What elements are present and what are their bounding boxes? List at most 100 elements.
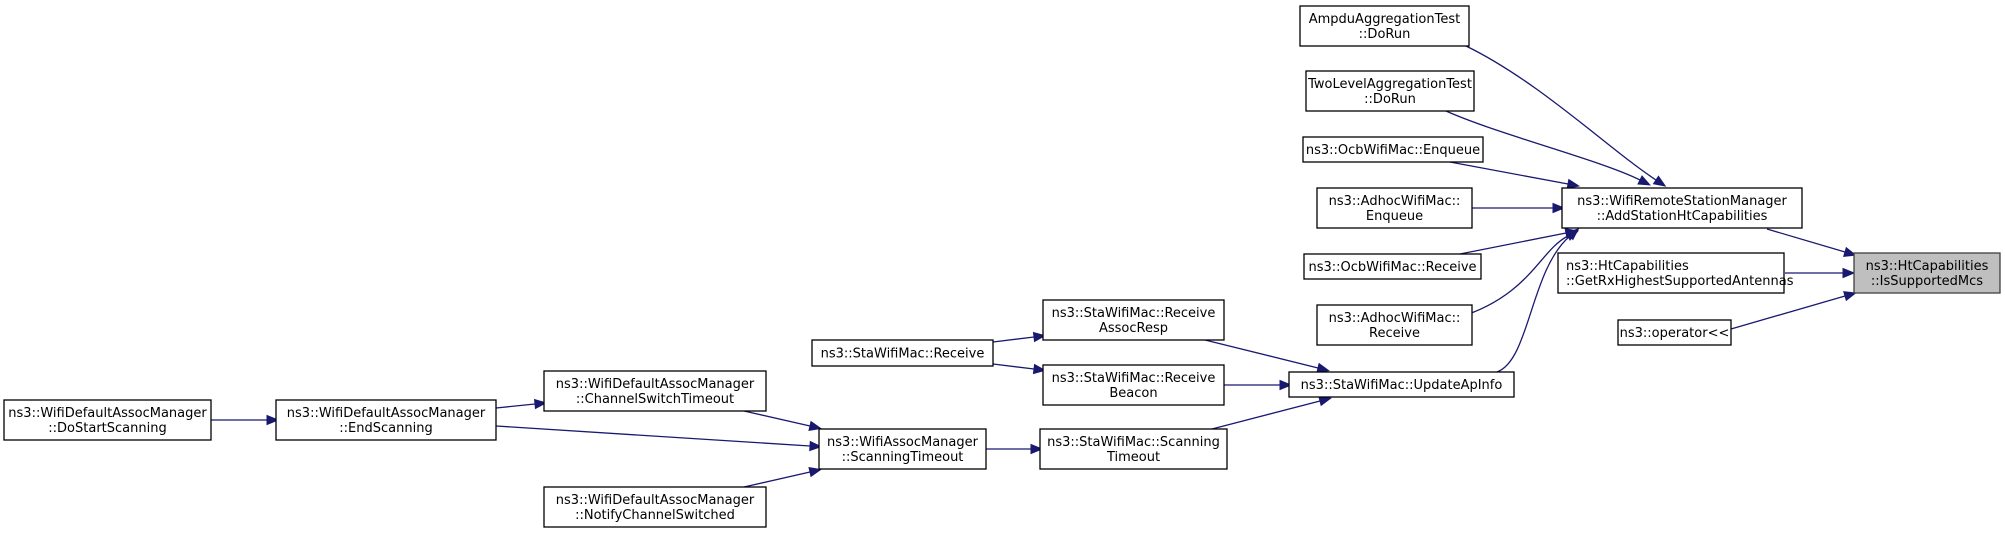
edge-line: [1459, 232, 1567, 255]
arrowhead-icon: [1842, 267, 1856, 279]
node-assoc-scanning-timeout[interactable]: ns3::WifiAssocManager::ScanningTimeout: [818, 428, 987, 470]
arrowhead-icon: [1637, 175, 1652, 186]
node-label-line: ns3::AdhocWifiMac::: [1329, 311, 1461, 326]
node-label-line: Receive: [1369, 326, 1420, 341]
node-adhoc-enqueue[interactable]: ns3::AdhocWifiMac::Enqueue: [1316, 187, 1473, 229]
node-label-line: ns3::WifiDefaultAssocManager: [287, 406, 486, 421]
node-label-line: AmpduAggregationTest: [1309, 12, 1460, 27]
edge-end-scanning-to-channel-switch-timeout: [495, 398, 548, 410]
arrowhead-icon: [1030, 443, 1044, 455]
node-sta-receive[interactable]: ns3::StaWifiMac::Receive: [811, 339, 994, 367]
node-box: [3, 399, 212, 441]
node-ampdu-dorun[interactable]: AmpduAggregationTest::DoRun: [1299, 5, 1470, 47]
edge-line: [1730, 295, 1846, 330]
node-label-line: ns3::AdhocWifiMac::: [1329, 194, 1461, 209]
edge-line: [495, 425, 811, 447]
node-sta-scanning-timeout[interactable]: ns3::StaWifiMac::ScanningTimeout: [1039, 428, 1228, 470]
edge-line: [1204, 339, 1319, 369]
arrowhead-icon: [1843, 246, 1857, 257]
node-box: [1042, 299, 1225, 341]
node-box: [1305, 70, 1475, 112]
node-do-start-scanning[interactable]: ns3::WifiDefaultAssocManager::DoStartSca…: [3, 399, 212, 441]
edge-sta-receive-to-receive-assoc-resp: [992, 331, 1047, 343]
node-label-line: ::NotifyChannelSwitched: [575, 508, 735, 523]
edge-receive-assoc-resp-to-update-ap-info: [1204, 339, 1330, 373]
node-box: [1853, 252, 2001, 294]
edge-line: [1496, 235, 1571, 373]
node-label-line: ns3::WifiRemoteStationManager: [1577, 194, 1787, 209]
node-label-line: ns3::OcbWifiMac::Enqueue: [1306, 143, 1480, 158]
edge-line: [1449, 161, 1569, 185]
arrowhead-icon: [1032, 363, 1047, 375]
node-update-ap-info[interactable]: ns3::StaWifiMac::UpdateApInfo: [1288, 371, 1515, 398]
edges-layer: [211, 45, 1857, 488]
node-label-line: Timeout: [1106, 450, 1160, 465]
edge-line: [1459, 235, 1569, 318]
edge-ocb-enqueue-to-add-station-ht: [1449, 161, 1581, 190]
node-label-line: ::DoStartScanning: [48, 421, 166, 436]
node-operator-ls[interactable]: ns3::operator<<: [1617, 319, 1732, 346]
node-label-line: ns3::WifiDefaultAssocManager: [8, 406, 207, 421]
node-box: [1316, 187, 1473, 229]
arrowhead-icon: [1318, 396, 1332, 407]
arrowhead-icon: [808, 420, 823, 432]
node-label-line: ns3::WifiAssocManager: [827, 435, 979, 450]
node-box: [811, 339, 994, 367]
node-ocb-enqueue[interactable]: ns3::OcbWifiMac::Enqueue: [1302, 136, 1484, 163]
node-label-line: TwoLevelAggregationTest: [1307, 77, 1472, 92]
node-box: [818, 428, 987, 470]
edge-line: [992, 336, 1035, 343]
edge-line: [1445, 110, 1641, 181]
edge-line: [495, 403, 536, 409]
node-label-line: Enqueue: [1366, 209, 1423, 224]
edge-sta-receive-to-receive-beacon: [992, 363, 1047, 375]
node-box: [1299, 5, 1470, 47]
arrowhead-icon: [1316, 362, 1330, 373]
node-label-line: ::GetRxHighestSupportedAntennas: [1566, 274, 1794, 289]
node-label-line: ::EndScanning: [339, 421, 432, 436]
edge-get-rx-highest-to-is-supported-mcs: [1785, 267, 1856, 279]
node-label-line: AssocResp: [1099, 321, 1168, 336]
node-box: [1288, 371, 1515, 398]
node-label-line: ::ScanningTimeout: [842, 450, 964, 465]
node-get-rx-highest[interactable]: ns3::HtCapabilities::GetRxHighestSupport…: [1557, 252, 1794, 294]
node-is-supported-mcs: ns3::HtCapabilities::IsSupportedMcs: [1853, 252, 2001, 294]
arrowhead-icon: [1652, 175, 1667, 187]
edge-end-scanning-to-assoc-scanning-timeout: [495, 425, 823, 452]
node-label-line: ns3::WifiDefaultAssocManager: [556, 377, 755, 392]
node-label-line: ns3::StaWifiMac::Receive: [821, 347, 985, 362]
node-channel-switch-timeout[interactable]: ns3::WifiDefaultAssocManager::ChannelSwi…: [543, 370, 767, 412]
node-adhoc-receive[interactable]: ns3::AdhocWifiMac::Receive: [1316, 304, 1473, 346]
edge-ampdu-dorun-to-add-station-ht: [1465, 45, 1667, 187]
node-label-line: ns3::WifiDefaultAssocManager: [556, 493, 755, 508]
node-box: [1557, 252, 1785, 294]
edge-assoc-scanning-timeout-to-sta-scanning-timeout: [986, 443, 1044, 455]
edge-line: [992, 363, 1035, 370]
edge-sta-scanning-timeout-to-update-ap-info: [1211, 396, 1332, 430]
node-notify-channel-switched[interactable]: ns3::WifiDefaultAssocManager::NotifyChan…: [543, 486, 767, 528]
node-label-line: ns3::operator<<: [1620, 326, 1730, 341]
node-ocb-receive[interactable]: ns3::OcbWifiMac::Receive: [1303, 253, 1482, 280]
node-label-line: ns3::OcbWifiMac::Receive: [1308, 260, 1476, 275]
edge-update-ap-info-to-add-station-ht: [1496, 228, 1580, 373]
edge-line: [743, 410, 811, 427]
edge-line: [1465, 45, 1657, 181]
edge-line: [743, 471, 811, 488]
arrowhead-icon: [1566, 228, 1580, 241]
node-twolevel-dorun[interactable]: TwoLevelAggregationTest::DoRun: [1305, 70, 1475, 112]
edge-line: [1211, 400, 1321, 430]
edge-twolevel-dorun-to-add-station-ht: [1445, 110, 1652, 186]
nodes-layer: ns3::HtCapabilities::IsSupportedMcsns3::…: [3, 5, 2001, 528]
node-box: [275, 399, 497, 441]
node-label-line: ::DoRun: [1364, 92, 1416, 107]
node-add-station-ht[interactable]: ns3::WifiRemoteStationManager::AddStatio…: [1561, 187, 1803, 229]
node-label-line: ::DoRun: [1359, 27, 1411, 42]
node-label-line: ns3::HtCapabilities: [1866, 259, 1989, 274]
node-end-scanning[interactable]: ns3::WifiDefaultAssocManager::EndScannin…: [275, 399, 497, 441]
node-box: [1302, 136, 1484, 163]
node-label-line: ns3::StaWifiMac::Scanning: [1047, 435, 1220, 450]
node-label-line: ::IsSupportedMcs: [1871, 274, 1983, 289]
